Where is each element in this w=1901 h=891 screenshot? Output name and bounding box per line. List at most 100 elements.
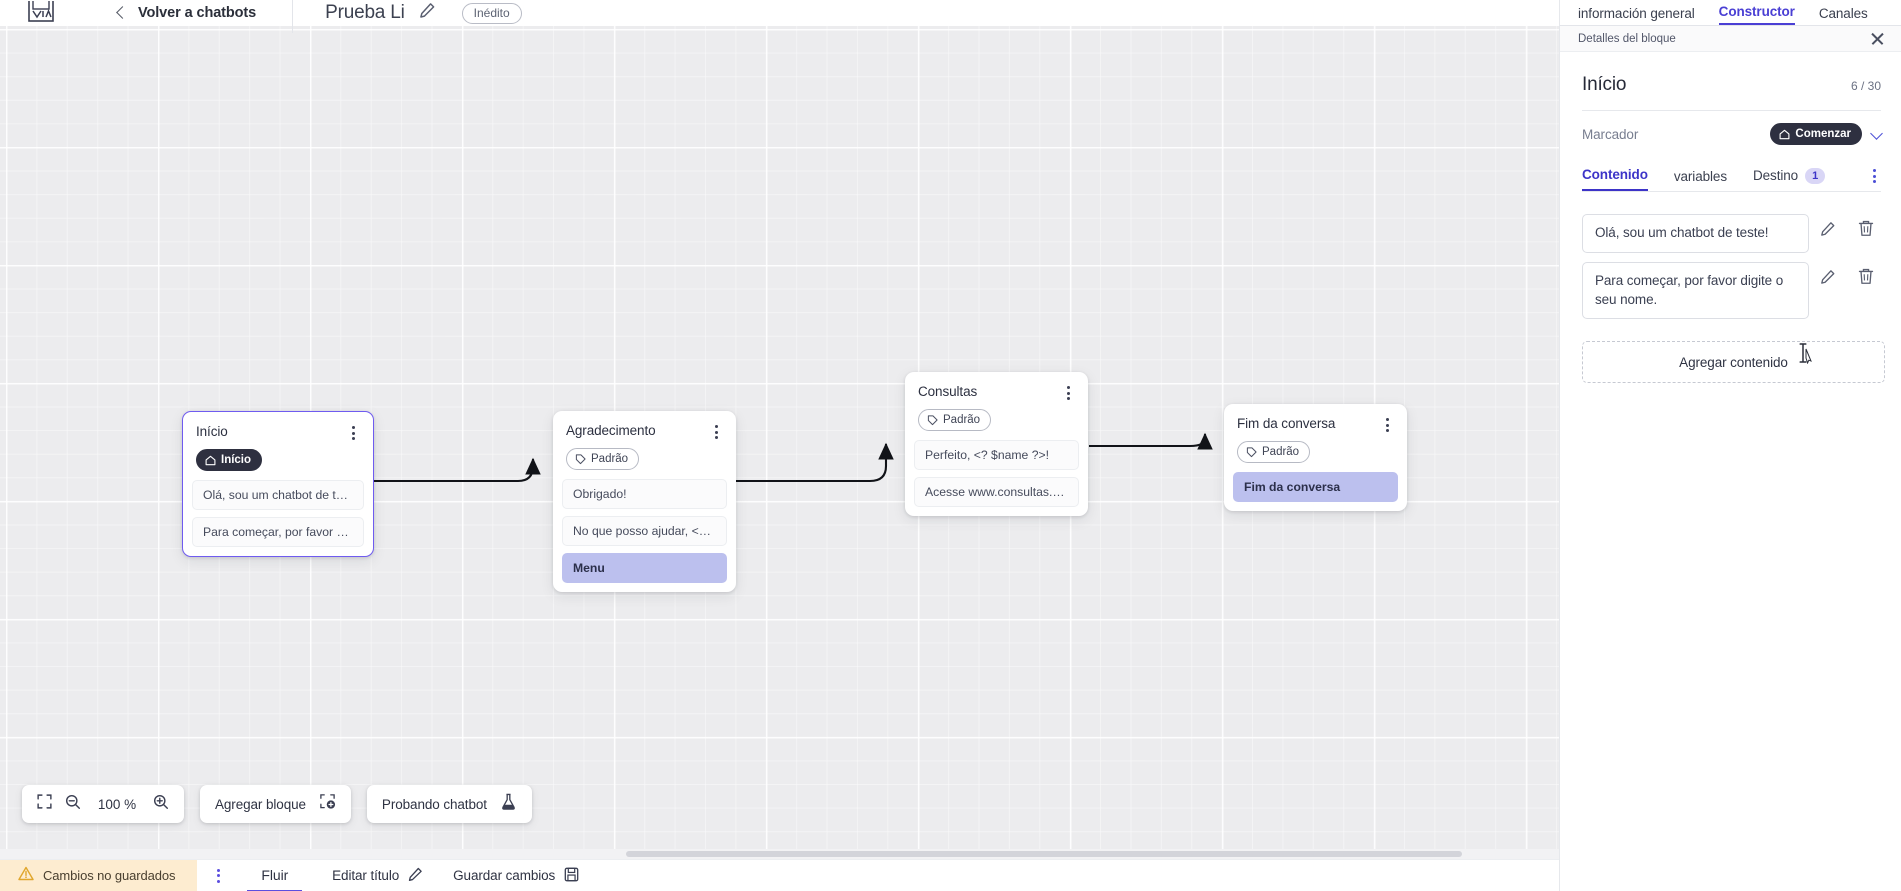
node-tag-label: Padrão (591, 453, 629, 465)
pencil-icon[interactable] (1809, 269, 1847, 285)
panel-subheader: Detalles del bloque (1560, 26, 1901, 52)
node-tag-row: Padrão (1224, 434, 1407, 472)
panel-title-row: Início 6 / 30 (1560, 52, 1901, 96)
node-tag-inicio[interactable]: Início (196, 449, 263, 472)
node-tag-label: Padrão (943, 414, 981, 426)
marcador-label: Marcador (1582, 126, 1639, 142)
trash-icon[interactable] (1847, 268, 1885, 285)
tab-destino-badge: 1 (1805, 167, 1826, 185)
status-badge: Inédito (461, 2, 522, 24)
node-tag-padrao[interactable]: Padrão (1237, 441, 1311, 464)
edit-title-label: Editar título (332, 868, 400, 883)
panel-top-tabs: información general Constructor Canales (1560, 0, 1901, 26)
tab-informacion-general[interactable]: información general (1578, 6, 1695, 21)
node-header: Fim da conversa (1224, 404, 1407, 434)
add-block-button[interactable]: Agregar bloque (200, 785, 351, 823)
flow-canvas[interactable]: Início Início Olá, sou um chatbot de tes… (0, 26, 1560, 859)
add-block-label: Agregar bloque (215, 796, 306, 812)
node-tag-row: Padrão (905, 402, 1088, 440)
node-messages: Obrigado! No que posso ajudar, <? $name … (553, 479, 736, 584)
chevron-down-icon[interactable] (1871, 128, 1883, 140)
node-tag-padrao[interactable]: Padrão (566, 448, 640, 471)
node-messages: Fim da conversa (1224, 472, 1407, 503)
edit-title-button[interactable]: Editar título (332, 867, 423, 885)
tab-fluir[interactable]: Fluir (247, 860, 303, 891)
zoom-out-icon[interactable] (65, 794, 81, 815)
zoom-controls: 100 % (22, 785, 184, 823)
content-item-actions (1809, 262, 1885, 285)
flow-node-fim-da-conversa[interactable]: Fim da conversa Padrão Fim da conversa (1224, 404, 1407, 512)
node-title: Início (196, 424, 228, 439)
scrollbar-thumb[interactable] (626, 851, 1462, 857)
fit-screen-icon[interactable] (37, 794, 52, 814)
content-item-actions (1809, 214, 1885, 237)
flow-node-consultas[interactable]: Consultas Padrão Perfeito, <? $name ?>! … (905, 372, 1088, 517)
kebab-menu-icon[interactable] (1867, 167, 1881, 185)
node-message[interactable]: No que posso ajudar, <? $name ... (562, 516, 727, 547)
flow-node-agradecimento[interactable]: Agradecimento Padrão Obrigado! No que po… (553, 411, 736, 593)
node-message[interactable]: Perfeito, <? $name ?>! (914, 440, 1079, 471)
content-item-row: Olá, sou um chatbot de teste! (1582, 214, 1885, 253)
save-changes-label: Guardar cambios (453, 868, 556, 883)
node-tag-padrao[interactable]: Padrão (918, 409, 992, 432)
tab-destino[interactable]: Destino 1 (1753, 167, 1826, 192)
flow-node-inicio[interactable]: Início Início Olá, sou um chatbot de tes… (182, 411, 374, 558)
marcador-row: Marcador Comenzar (1560, 111, 1901, 146)
tag-icon (1246, 447, 1257, 457)
zoom-level: 100 % (97, 796, 137, 812)
via-logo-icon[interactable] (24, 0, 58, 26)
content-item-text[interactable]: Olá, sou um chatbot de teste! (1582, 214, 1809, 253)
content-item-text[interactable]: Para começar, por favor digite o seu nom… (1582, 262, 1809, 320)
node-messages: Perfeito, <? $name ?>! Acesse www.consul… (905, 440, 1088, 508)
tab-variables[interactable]: variables (1674, 169, 1727, 191)
tag-icon (575, 454, 586, 464)
node-message[interactable]: Fim da conversa (1233, 472, 1398, 503)
node-message[interactable]: Para começar, por favor digite o ... (192, 517, 364, 548)
back-to-chatbots-link[interactable]: Volver a chatbots (138, 5, 257, 21)
chevron-left-icon[interactable] (114, 6, 128, 20)
kebab-menu-icon[interactable] (709, 423, 723, 441)
pencil-icon[interactable] (419, 2, 436, 24)
node-message[interactable]: Olá, sou um chatbot de teste! (192, 480, 364, 511)
kebab-menu-icon[interactable] (1380, 416, 1394, 434)
tab-contenido-label: Contenido (1582, 167, 1648, 183)
pencil-icon[interactable] (1809, 221, 1847, 237)
tab-canales[interactable]: Canales (1818, 6, 1868, 21)
zoom-in-icon[interactable] (153, 794, 169, 815)
kebab-menu-icon[interactable] (346, 424, 360, 442)
toolbar-divider (292, 0, 294, 33)
node-tag-row: Padrão (553, 441, 736, 479)
panel-block-title: Início (1582, 74, 1627, 95)
marcador-value-pill[interactable]: Comenzar (1770, 123, 1862, 146)
page-title: Prueba Li (325, 2, 405, 23)
pencil-icon (408, 867, 423, 885)
canvas-horizontal-scrollbar[interactable] (0, 849, 1560, 859)
node-header: Início (183, 412, 373, 442)
add-content-button[interactable]: Agregar contenido (1582, 341, 1885, 384)
node-title: Fim da conversa (1237, 416, 1336, 431)
panel-char-count: 6 / 30 (1850, 79, 1881, 93)
node-title: Consultas (918, 384, 978, 399)
unsaved-changes-label: Cambios no guardados (43, 868, 176, 883)
flask-icon (500, 793, 517, 816)
kebab-menu-icon[interactable] (1061, 384, 1075, 402)
block-details-panel: información general Constructor Canales … (1560, 0, 1901, 891)
node-message[interactable]: Acesse www.consultas.com par... (914, 477, 1079, 508)
kebab-menu-icon[interactable] (211, 867, 225, 885)
marcador-value-label: Comenzar (1795, 128, 1851, 140)
warning-icon (18, 866, 34, 886)
close-icon[interactable] (1870, 31, 1885, 46)
node-messages: Olá, sou um chatbot de teste! Para começ… (183, 480, 373, 548)
canvas-toolbar: 100 % Agregar bloque Probando chatbo (22, 785, 532, 823)
bottom-status-bar: Cambios no guardados Fluir Editar título… (0, 859, 1560, 891)
trash-icon[interactable] (1847, 220, 1885, 237)
content-item-list: Olá, sou um chatbot de teste! (1560, 192, 1901, 320)
marcador-control[interactable]: Comenzar (1770, 123, 1883, 146)
tab-contenido[interactable]: Contenido (1582, 167, 1648, 192)
node-message[interactable]: Obrigado! (562, 479, 727, 510)
save-changes-button[interactable]: Guardar cambios (453, 867, 579, 885)
node-message-menu[interactable]: Menu (562, 553, 727, 584)
tab-constructor[interactable]: Constructor (1718, 4, 1795, 25)
test-chatbot-button[interactable]: Probando chatbot (366, 785, 532, 823)
test-chatbot-label: Probando chatbot (381, 796, 487, 812)
